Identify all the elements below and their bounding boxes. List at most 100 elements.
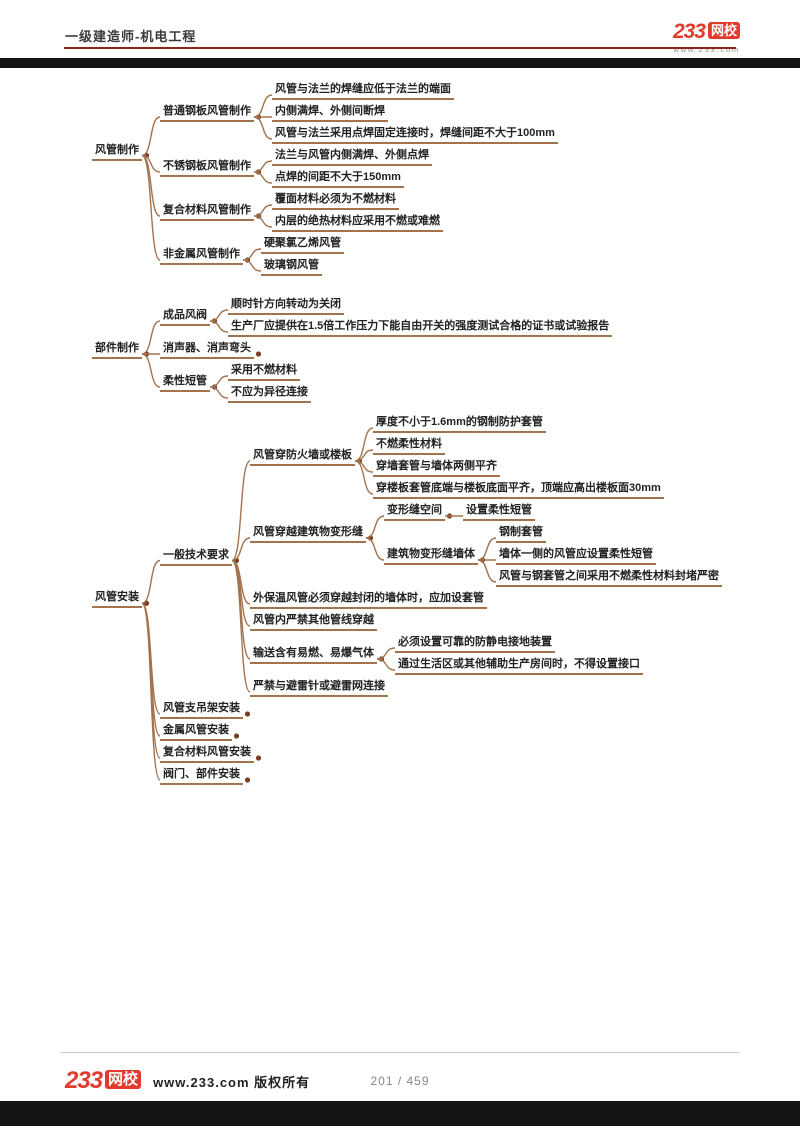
- mindmap-node-label: 风管支吊架安装: [160, 702, 243, 719]
- connector-curve: [231, 460, 251, 562]
- branch-dot: [255, 351, 262, 357]
- connector-curve: [141, 559, 161, 604]
- mindmap-node-label: 穿墙套管与墙体两侧平齐: [373, 460, 500, 477]
- mindmap-node-label: 不应为异径连接: [228, 386, 311, 403]
- brand-logo-233: 233: [672, 20, 706, 43]
- mindmap-node: 穿墙套管与墙体两侧平齐: [373, 456, 500, 477]
- mindmap-node: 顺时针方向转动为关闭: [228, 294, 344, 315]
- mindmap-node: 复合材料风管制作: [160, 200, 254, 221]
- mindmap-node-label: 风管内严禁其他管线穿越: [250, 614, 377, 631]
- mindmap-node-label: 玻璃钢风管: [261, 259, 322, 276]
- footer-logo-wangxiao: 网校: [105, 1070, 142, 1089]
- mindmap-node-label: 复合材料风管制作: [160, 204, 254, 221]
- mindmap-node-label: 柔性短管: [160, 375, 210, 392]
- connector-curve: [141, 154, 161, 261]
- mindmap-node: 输送含有易燃、易爆气体: [250, 643, 377, 664]
- connector-curve: [253, 116, 273, 140]
- connector-curve: [253, 94, 273, 118]
- connector-curve: [141, 320, 161, 355]
- mindmap-node-label: 部件制作: [92, 342, 142, 359]
- mindmap-node: 法兰与风管内侧满焊、外侧点焊: [272, 145, 432, 166]
- connector-curve: [354, 427, 374, 462]
- copyright-text: www.233.com 版权所有: [153, 1074, 311, 1090]
- mindmap-node-label: 金属风管安装: [160, 724, 232, 741]
- mindmap-node: 必须设置可靠的防静电接地装置: [395, 632, 555, 653]
- connector-curve: [477, 537, 497, 561]
- connector-curve: [253, 215, 273, 228]
- mindmap-node-label: 覆面材料必须为不燃材料: [272, 193, 399, 210]
- mindmap-node-label: 建筑物变形缝墙体: [384, 548, 478, 565]
- mindmap-node: 不锈钢板风管制作: [160, 156, 254, 177]
- mindmap-node: 风管穿防火墙或楼板: [250, 445, 355, 466]
- connector-curve: [365, 537, 385, 561]
- connector-curve: [231, 537, 251, 562]
- mindmap-node: 复合材料风管安装: [160, 742, 254, 763]
- mindmap-node-label: 通过生活区或其他辅助生产房间时，不得设置接口: [395, 658, 643, 675]
- mindmap-node: 穿楼板套管底端与楼板底面平齐，顶端应高出楼板面30mm: [373, 478, 664, 499]
- mindmap-node-label: 钢制套管: [496, 526, 546, 543]
- mindmap-node: 通过生活区或其他辅助生产房间时，不得设置接口: [395, 654, 643, 675]
- mindmap-node: 金属风管安装: [160, 720, 232, 741]
- footer-logo-233: 233: [65, 1067, 103, 1094]
- mindmap-node: 风管与钢套管之间采用不燃柔性材料封堵严密: [496, 566, 722, 587]
- mindmap-node: 点焊的间距不大于150mm: [272, 167, 404, 188]
- mindmap-node: 部件制作: [92, 338, 142, 359]
- mindmap-node: 外保温风管必须穿越封闭的墙体时，应加设套管: [250, 588, 487, 609]
- mindmap-node-label: 点焊的间距不大于150mm: [272, 171, 404, 188]
- mindmap-node: 消声器、消声弯头: [160, 338, 254, 359]
- mindmap-node: 严禁与避雷针或避雷网连接: [250, 676, 388, 697]
- mindmap-node-label: 风管与钢套管之间采用不燃柔性材料封堵严密: [496, 570, 722, 587]
- mindmap-node-label: 变形缝空间: [384, 504, 445, 521]
- connector-curve: [354, 460, 374, 495]
- mindmap-node: 不燃柔性材料: [373, 434, 445, 455]
- mindmap-node: 采用不燃材料: [228, 360, 300, 381]
- connector-curve: [141, 602, 161, 781]
- mindmap-node-label: 内层的绝热材料应采用不燃或难燃: [272, 215, 443, 232]
- connector-curve: [477, 559, 497, 583]
- mindmap-node: 一般技术要求: [160, 545, 232, 566]
- mindmap-node-label: 成品风阀: [160, 309, 210, 326]
- connector-curve: [141, 116, 161, 157]
- mindmap-node: 玻璃钢风管: [261, 255, 322, 276]
- mindmap-node: 硬聚氯乙烯风管: [261, 233, 344, 254]
- mindmap-node-label: 采用不燃材料: [228, 364, 300, 381]
- mindmap-node: 不应为异径连接: [228, 382, 311, 403]
- mindmap-node: 变形缝空间: [384, 500, 445, 521]
- mindmap-node: 风管与法兰采用点焊固定连接时，焊缝间距不大于100mm: [272, 123, 558, 144]
- top-divider-bar: [0, 58, 800, 68]
- mindmap-node-label: 穿楼板套管底端与楼板底面平齐，顶端应高出楼板面30mm: [373, 482, 664, 499]
- mindmap-node-label: 阀门、部件安装: [160, 768, 243, 785]
- page-number: 201 / 459: [370, 1074, 430, 1088]
- mindmap-node-label: 必须设置可靠的防静电接地装置: [395, 636, 555, 653]
- brand-logo-wangxiao: 网校: [707, 22, 740, 39]
- mindmap-node-label: 不燃柔性材料: [373, 438, 445, 455]
- header-rule-line: [64, 47, 736, 49]
- mindmap-node: 风管内严禁其他管线穿越: [250, 610, 377, 631]
- connector-curve: [242, 259, 262, 272]
- mindmap-node-label: 风管穿越建筑物变形缝: [250, 526, 366, 543]
- connector-curve: [209, 320, 229, 333]
- mindmap-node-label: 不锈钢板风管制作: [160, 160, 254, 177]
- mindmap-node: 风管穿越建筑物变形缝: [250, 522, 366, 543]
- mindmap-node-label: 风管安装: [92, 591, 142, 609]
- connector-curve: [231, 559, 251, 660]
- mindmap-node: 成品风阀: [160, 305, 210, 326]
- mindmap-node: 风管安装: [92, 587, 142, 609]
- mindmap-node-label: 风管与法兰采用点焊固定连接时，焊缝间距不大于100mm: [272, 127, 558, 144]
- mindmap-node-label: 硬聚氯乙烯风管: [261, 237, 344, 254]
- mindmap-node-label: 法兰与风管内侧满焊、外侧点焊: [272, 149, 432, 166]
- mindmap-node: 风管制作: [92, 140, 142, 161]
- mindmap-node: 钢制套管: [496, 522, 546, 543]
- mindmap-node-label: 厚度不小于1.6mm的钢制防护套管: [373, 416, 546, 433]
- mindmap-node: 建筑物变形缝墙体: [384, 544, 478, 565]
- mindmap-node-label: 风管穿防火墙或楼板: [250, 449, 355, 466]
- mindmap-node-label: 消声器、消声弯头: [160, 342, 254, 359]
- mindmap-node-label: 外保温风管必须穿越封闭的墙体时，应加设套管: [250, 592, 487, 609]
- mindmap-node: 阀门、部件安装: [160, 764, 243, 785]
- mindmap-node-label: 风管与法兰的焊缝应低于法兰的端面: [272, 83, 454, 100]
